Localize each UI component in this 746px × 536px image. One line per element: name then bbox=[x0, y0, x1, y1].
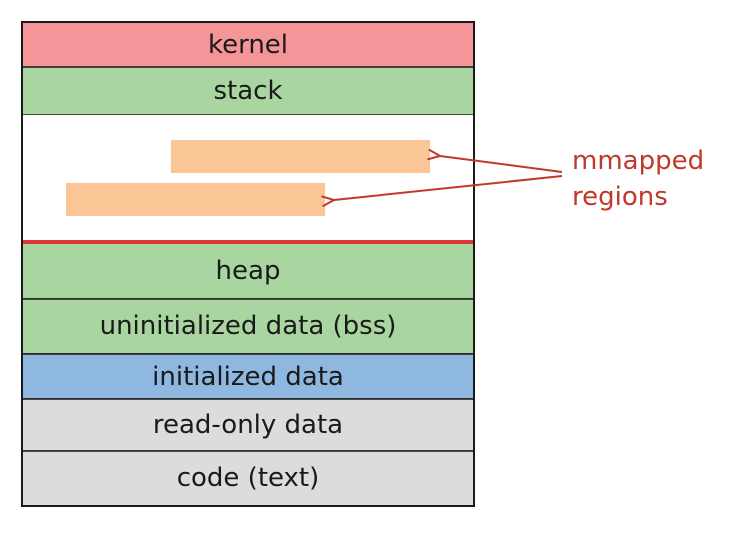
bss-label: uninitialized data (bss) bbox=[100, 311, 397, 341]
kernel-label: kernel bbox=[208, 30, 288, 60]
arrow-to-lower-region bbox=[334, 175, 563, 200]
kernel-segment bbox=[22, 22, 474, 67]
code-label: code (text) bbox=[177, 463, 320, 493]
address-space-border bbox=[21, 21, 475, 507]
arrow-to-upper-region bbox=[440, 156, 563, 173]
heap-label: heap bbox=[216, 256, 281, 286]
mmapped-region-lower bbox=[66, 183, 325, 216]
mmapped-annotation-line2: regions bbox=[572, 182, 668, 212]
bss-segment bbox=[21, 298, 475, 355]
stack-label: stack bbox=[213, 76, 282, 106]
mmap-area bbox=[22, 115, 474, 242]
stack-segment bbox=[21, 66, 475, 116]
initialized-data-label: initialized data bbox=[152, 362, 344, 392]
mmapped-region-upper bbox=[171, 140, 430, 173]
readonly-data-label: read-only data bbox=[153, 410, 343, 440]
mmapped-annotation-line1: mmapped bbox=[572, 146, 704, 176]
